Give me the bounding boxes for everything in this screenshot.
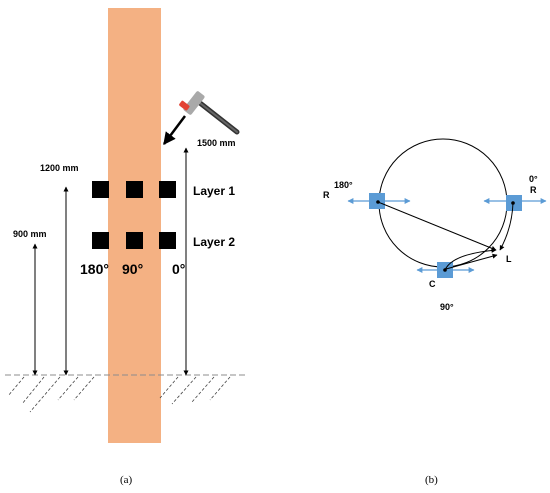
caption-b: (b) [425, 474, 438, 486]
sensor-layer1-0 [159, 181, 176, 198]
panel-a: 1500 mm 1200 mm 900 mm Layer 1 Layer 2 1… [5, 8, 248, 486]
label-r-left: R [323, 190, 330, 200]
label-180: 180° [334, 180, 353, 190]
angle-label-180: 180° [80, 261, 109, 277]
dimension-label-900: 900 mm [13, 229, 47, 239]
sensor-layer2-90 [126, 232, 143, 249]
strike-arrow [163, 115, 186, 145]
label-0: 0° [529, 174, 538, 184]
sensor-layer1-90 [126, 181, 143, 198]
layer-2-label: Layer 2 [193, 235, 235, 249]
label-90: 90° [440, 302, 454, 312]
label-r-right: R [530, 185, 537, 195]
layer-1-label: Layer 1 [193, 184, 235, 198]
sensor-layer2-180 [92, 232, 109, 249]
sensor-row-layer-2 [92, 232, 176, 249]
panel-b: 180° R 0° R L C 90° (b) [323, 138, 547, 486]
angle-label-0: 0° [172, 261, 185, 277]
pile [108, 8, 161, 443]
sensor-layer2-0 [159, 232, 176, 249]
wave-path-arrows [377, 201, 514, 271]
angle-label-90: 90° [122, 261, 143, 277]
sensor-row-layer-1 [92, 181, 176, 198]
hammer-icon [179, 91, 240, 135]
label-c: C [429, 279, 436, 289]
dimension-label-1200: 1200 mm [40, 163, 79, 173]
pile-cross-section [378, 138, 508, 268]
caption-a: (a) [120, 474, 133, 486]
dimension-label-1500: 1500 mm [197, 138, 236, 148]
sensor-layer1-180 [92, 181, 109, 198]
label-l: L [506, 254, 512, 264]
ground-surface [5, 374, 248, 413]
